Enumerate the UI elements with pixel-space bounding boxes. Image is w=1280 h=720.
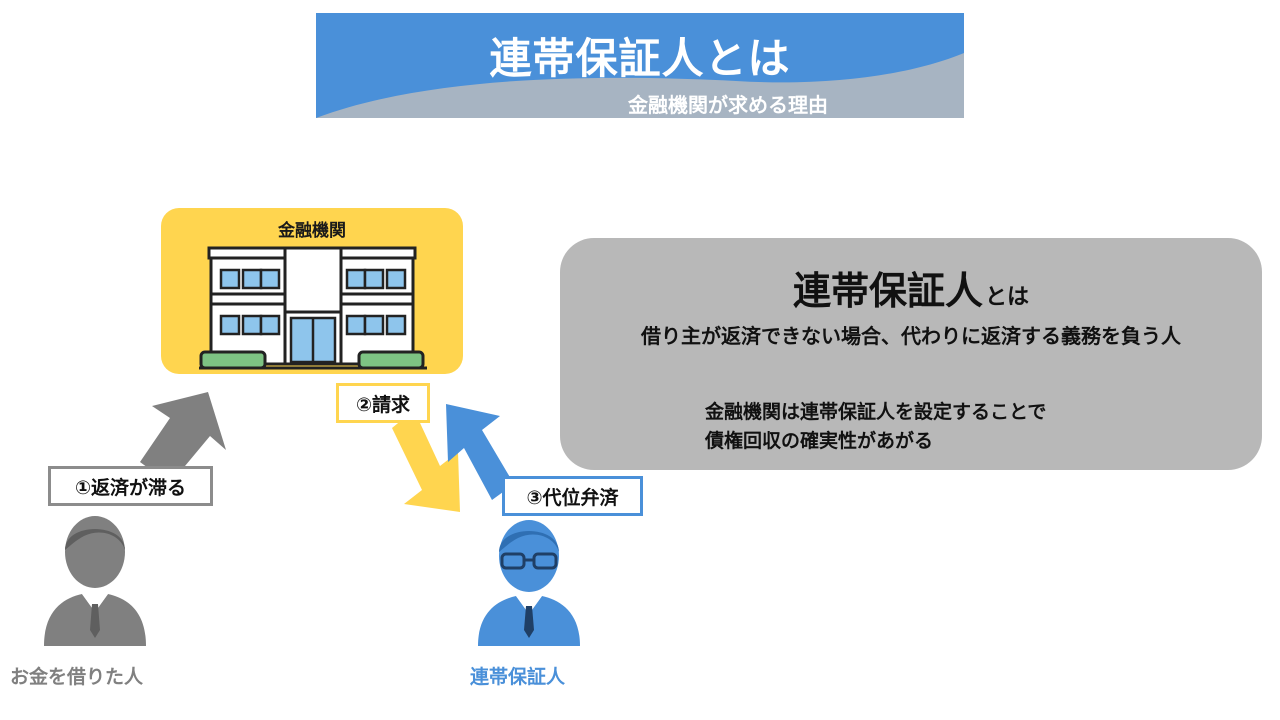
panel-note-line-2: 債権回収の確実性があがる [705, 430, 934, 452]
arrow-claim [392, 410, 460, 512]
panel-note-line-1: 金融機関は連帯保証人を設定することで [705, 401, 1047, 423]
person-icon [44, 516, 146, 646]
panel-title-main: 連帯保証人 [792, 269, 983, 313]
step-1-label: ①返済が滞る [48, 466, 213, 506]
banner-wave [316, 13, 964, 118]
arrow-repayment-default [140, 392, 226, 484]
panel-definition: 借り主が返済できない場合、代わりに返済する義務を負う人 [641, 324, 1181, 348]
person-glasses-icon [478, 520, 580, 646]
building-icon [199, 246, 427, 370]
panel-note: 金融機関は連帯保証人を設定することで 債権回収の確実性があがる [705, 398, 1046, 456]
page-title: 連帯保証人とは [489, 34, 791, 83]
panel-title-suffix: とは [985, 285, 1030, 310]
guarantor-label: 連帯保証人 [470, 666, 566, 688]
page-subtitle: 金融機関が求める理由 [628, 93, 828, 117]
bank-label: 金融機関 [278, 221, 346, 241]
step-3-label: ③代位弁済 [502, 476, 643, 516]
definition-panel: 連帯保証人とは 借り主が返済できない場合、代わりに返済する義務を負う人 金融機関… [560, 238, 1262, 470]
borrower-label: お金を借りた人 [10, 666, 144, 688]
header-banner: 連帯保証人とは 金融機関が求める理由 [316, 13, 964, 118]
bank-box: 金融機関 [161, 208, 463, 374]
panel-title: 連帯保証人とは [560, 260, 1262, 315]
arrow-subrogation [446, 404, 514, 500]
step-2-label: ②請求 [336, 383, 430, 423]
